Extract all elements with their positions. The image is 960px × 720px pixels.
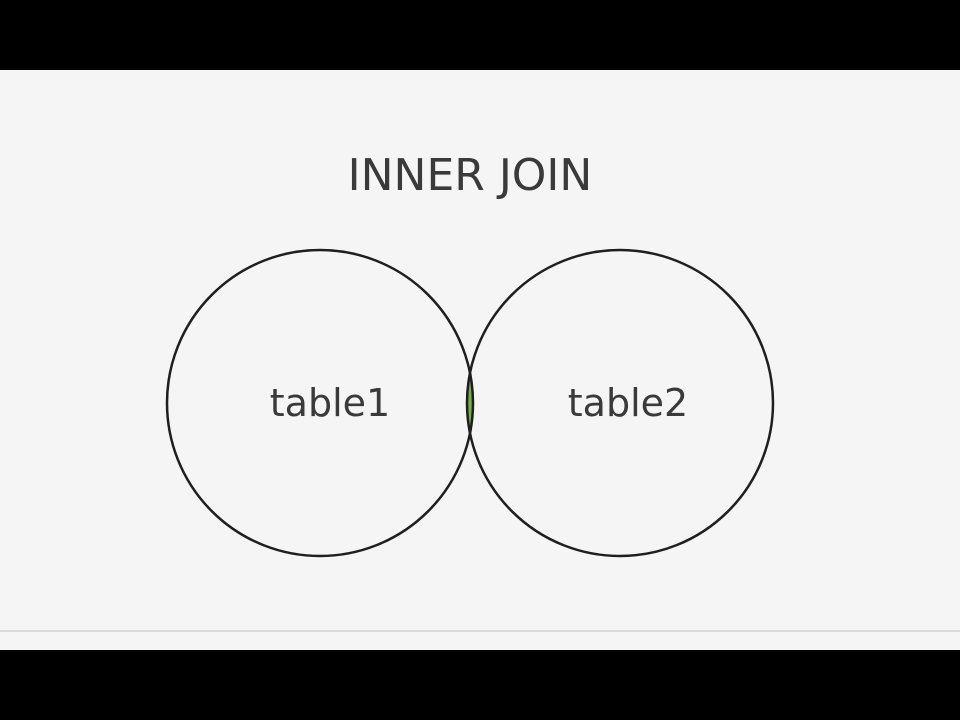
diagram-panel — [0, 70, 960, 650]
diagram-title: INNER JOIN — [348, 150, 593, 201]
right-set-circle — [465, 248, 775, 558]
panel-divider — [0, 630, 960, 632]
left-set-circle — [165, 248, 475, 558]
right-set-label: table2 — [568, 381, 688, 425]
left-set-label: table1 — [270, 381, 390, 425]
